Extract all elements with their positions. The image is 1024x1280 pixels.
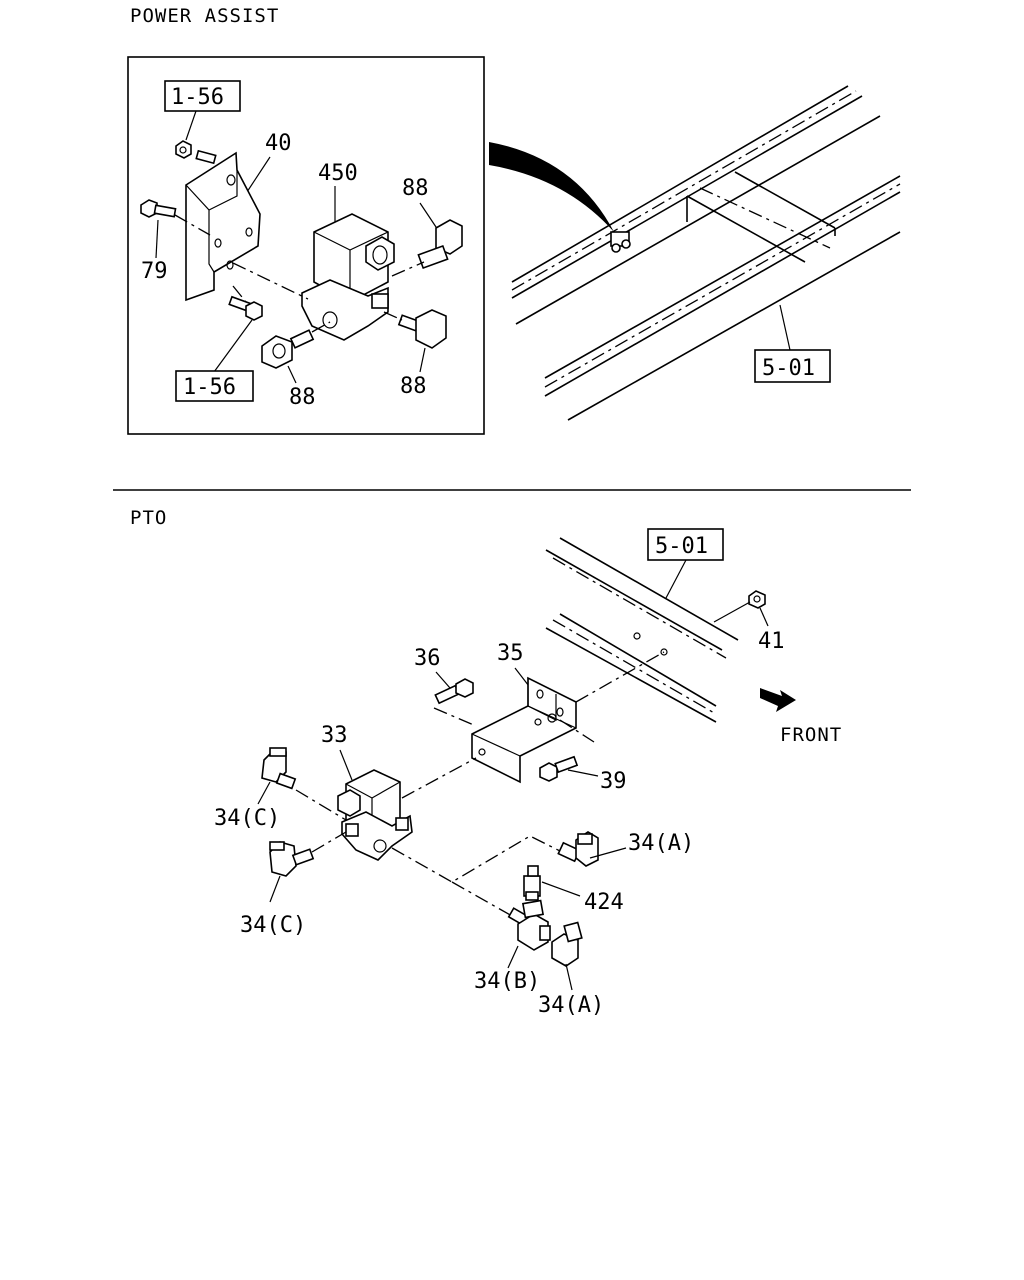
leader-fitting-88-top bbox=[419, 202, 439, 231]
leader-elbow-c-bottom bbox=[269, 875, 281, 903]
leader-fitting-88-bl bbox=[287, 365, 297, 384]
leader-bolt-36 bbox=[435, 671, 451, 689]
pto-bolt-top-icon bbox=[434, 678, 474, 705]
callout-fitting-88-bottom-left: 88 bbox=[289, 385, 316, 410]
callout-nut-41: 41 bbox=[758, 629, 785, 654]
pto-frame-ref: 5-01 bbox=[655, 534, 708, 559]
callout-fitting-88-bottom-right: 88 bbox=[400, 374, 427, 399]
leader-elbow-c-top bbox=[257, 781, 271, 805]
elbow-c-top-icon bbox=[261, 747, 297, 790]
chassis-frame-lower bbox=[545, 537, 739, 723]
power-assist-inset bbox=[127, 56, 485, 435]
valve-mount-axis-line bbox=[232, 262, 309, 300]
front-direction-label: FRONT bbox=[780, 724, 842, 746]
bracket-frame-axis-line bbox=[575, 651, 665, 703]
fitting-b-axis-line bbox=[451, 881, 513, 917]
elbow-a-bottom-icon bbox=[551, 921, 583, 967]
bracket-bolt-axis-line bbox=[559, 719, 595, 743]
ref-box-1-56-bottom bbox=[175, 370, 254, 402]
elbow-fitting-bottom-right-icon bbox=[397, 309, 447, 349]
front-direction-arrow-icon bbox=[760, 688, 796, 712]
fitting-a-axis-line bbox=[391, 835, 563, 883]
callout-valve-33: 33 bbox=[321, 723, 348, 748]
stud-bolt-icon bbox=[195, 149, 217, 165]
bolt-lower-axis-line bbox=[232, 285, 247, 303]
callout-valve-450: 450 bbox=[318, 161, 358, 186]
ref-box-1-56-top bbox=[164, 80, 241, 112]
leader-bracket-40 bbox=[244, 156, 271, 196]
callout-bolt-36: 36 bbox=[414, 646, 441, 671]
pto-nut-icon bbox=[748, 590, 766, 609]
leader-fitting-88-br bbox=[419, 347, 426, 373]
lower-bolt-icon bbox=[228, 295, 263, 321]
pto-bolt-bottom-icon bbox=[539, 755, 579, 782]
tee-fitting-b-icon bbox=[507, 899, 551, 951]
power-assist-frame-ref: 5-01 bbox=[762, 356, 815, 381]
leader-ref-top bbox=[185, 110, 197, 141]
bolt-icon bbox=[140, 199, 177, 218]
pto-title: PTO bbox=[130, 507, 167, 529]
valve-bracket-axis-line bbox=[401, 757, 477, 799]
elbow-c-bottom-axis-line bbox=[311, 831, 347, 853]
callout-ref-top: 1-56 bbox=[171, 85, 224, 110]
callout-bolt-79: 79 bbox=[141, 259, 168, 284]
callout-elbow-c-top: 34(C) bbox=[214, 806, 280, 831]
elbow-c-top-axis-line bbox=[295, 789, 347, 821]
callout-bolt-39: 39 bbox=[600, 769, 627, 794]
mounting-bracket-icon bbox=[185, 151, 261, 302]
power-assist-title: POWER ASSIST bbox=[130, 5, 279, 27]
bolt-36-axis-line bbox=[433, 707, 477, 727]
callout-tee-b: 34(B) bbox=[474, 969, 540, 994]
callout-elbow-a-top: 34(A) bbox=[628, 831, 694, 856]
bolt-axis-line bbox=[174, 214, 211, 236]
fitting-top-axis-line bbox=[391, 261, 425, 277]
nut-icon bbox=[175, 140, 192, 159]
fitting-left-axis-line bbox=[311, 321, 331, 333]
leader-bolt-39 bbox=[567, 769, 599, 777]
pto-frame-ref-box bbox=[647, 528, 724, 561]
callout-ref-bottom: 1-56 bbox=[183, 375, 236, 400]
leader-nut-41 bbox=[759, 607, 769, 627]
leader-elbow-a-top bbox=[589, 847, 627, 859]
fitting-right-axis-line bbox=[383, 311, 403, 321]
leader-ref-bottom bbox=[213, 319, 253, 373]
elbow-a-top-icon bbox=[557, 831, 599, 867]
leader-connector-424 bbox=[541, 881, 581, 897]
solenoid-valve-icon bbox=[301, 213, 395, 341]
callout-connector-424: 424 bbox=[584, 890, 624, 915]
connector-424-icon bbox=[523, 865, 541, 901]
callout-bracket-40: 40 bbox=[265, 131, 292, 156]
pto-solenoid-valve-icon bbox=[337, 769, 413, 861]
callout-elbow-c-bottom: 34(C) bbox=[240, 913, 306, 938]
leader-valve-33 bbox=[339, 749, 353, 781]
chassis-frame-upper bbox=[511, 85, 901, 421]
elbow-c-bottom-icon bbox=[269, 841, 315, 877]
elbow-fitting-bottom-left-icon bbox=[261, 329, 315, 369]
leader-bolt-79 bbox=[155, 219, 159, 259]
inset-pointer-arrow bbox=[489, 142, 614, 232]
nut-axis-line bbox=[713, 601, 751, 623]
leader-tee-b bbox=[507, 945, 519, 969]
elbow-fitting-top-icon bbox=[417, 219, 463, 270]
callout-elbow-a-bottom: 34(A) bbox=[538, 993, 604, 1018]
leader-elbow-a-bottom bbox=[565, 963, 573, 991]
pto-mounting-bracket-icon bbox=[471, 676, 577, 784]
callout-bracket-35: 35 bbox=[497, 641, 524, 666]
callout-fitting-88-top: 88 bbox=[402, 176, 429, 201]
power-assist-frame-ref-box bbox=[754, 349, 831, 383]
